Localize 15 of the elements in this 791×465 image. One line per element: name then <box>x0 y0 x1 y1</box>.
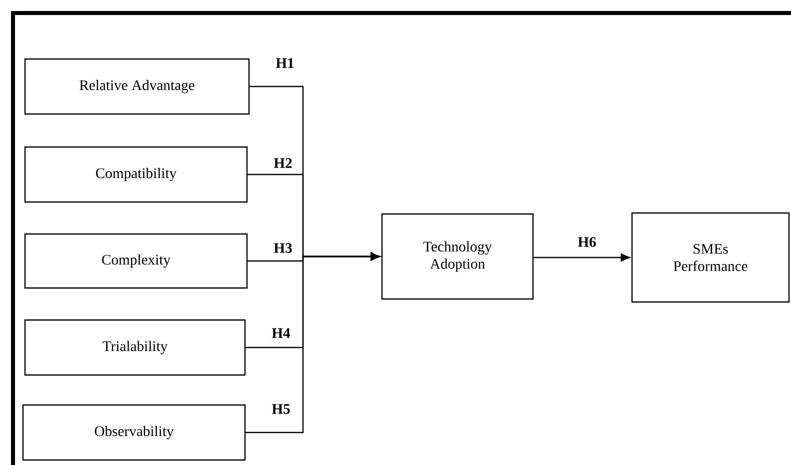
edge-label: H2 <box>272 156 294 170</box>
concept-box: Observability <box>22 404 246 461</box>
edge-label: H5 <box>270 402 292 416</box>
edge-label: H3 <box>272 242 294 254</box>
edge-label: H6 <box>576 236 598 248</box>
edge-label: H4 <box>270 326 292 340</box>
arrow <box>534 253 630 262</box>
concept-box: Complexity <box>24 233 248 289</box>
concept-box: Relative Advantage <box>24 58 250 115</box>
concept-box: Technology Adoption <box>381 213 534 300</box>
concept-box: SMEs Performance <box>631 212 790 303</box>
concept-box: Trialability <box>24 319 246 376</box>
arrow <box>246 252 380 434</box>
concept-box: Compatibility <box>24 146 248 203</box>
edge-label: H1 <box>274 56 296 70</box>
